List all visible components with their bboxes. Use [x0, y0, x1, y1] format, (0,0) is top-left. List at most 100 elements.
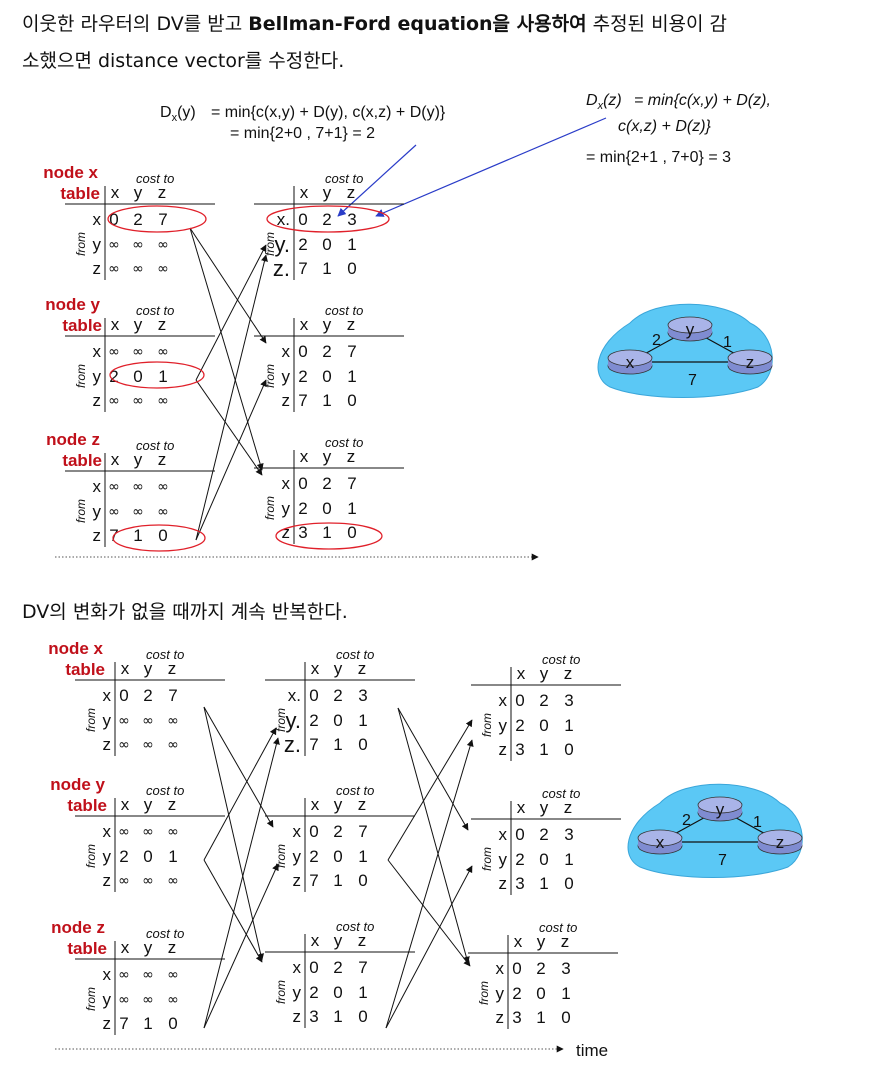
cell-x-z: 3 — [561, 959, 570, 978]
cell-x-y: ∞ — [142, 967, 154, 983]
d2-arrow-y-to-x-1 — [203, 727, 277, 861]
cell-y-z: ∞ — [157, 504, 169, 520]
d2-arrow-z-to-y-1 — [203, 863, 279, 1029]
cell-x-y: 2 — [539, 691, 548, 710]
cell-x-x: 0 — [309, 686, 318, 705]
node-label-line-2: table — [62, 316, 102, 335]
cell-y-x: ∞ — [108, 504, 120, 520]
cell-z-z: 0 — [358, 1007, 367, 1026]
cell-z-z: 0 — [347, 391, 356, 410]
highlight-d1-y-row — [109, 361, 205, 389]
router-z: z — [727, 349, 773, 375]
col-header-z: z — [358, 659, 367, 678]
row-label-z: z. — [273, 256, 290, 281]
cell-y-x: 2 — [119, 847, 128, 866]
cell-y-y: 0 — [143, 847, 152, 866]
cell-x-y: 2 — [143, 686, 152, 705]
from-label: from — [477, 981, 491, 1005]
cell-x-z: 7 — [358, 822, 367, 841]
d1-arrow-x-to-y — [189, 227, 267, 344]
cell-z-z: 0 — [358, 735, 367, 754]
cell-y-z: 1 — [358, 847, 367, 866]
cell-y-z: 1 — [564, 716, 573, 735]
cell-z-y: 1 — [539, 874, 548, 893]
row-label-z: z — [93, 526, 102, 545]
cell-z-z: 0 — [564, 874, 573, 893]
node-label-line-1: node z — [51, 918, 105, 937]
col-header-z: z — [168, 938, 177, 957]
cell-z-y: ∞ — [142, 737, 154, 753]
cell-x-z: 3 — [358, 686, 367, 705]
cell-x-x: ∞ — [108, 479, 120, 495]
cell-y-x: ∞ — [118, 992, 130, 1008]
col-header-z: z — [358, 931, 367, 950]
cost-to-label: cost to — [336, 919, 374, 934]
from-label: from — [84, 708, 98, 732]
cost-to-label: cost to — [146, 647, 184, 662]
col-header-z: z — [347, 315, 356, 334]
annotation-dxy: Dx(y) = min{c(x,y) + D(y), c(x,z) + D(y)… — [160, 104, 446, 142]
weight-xy: 2 — [682, 812, 691, 829]
row-label-x: x — [93, 342, 102, 361]
row-label-x: x — [93, 477, 102, 496]
node-label-line-2: table — [62, 451, 102, 470]
row-label-y: y — [93, 502, 102, 521]
from-label: from — [480, 713, 494, 737]
row-label-x: x — [496, 959, 505, 978]
col-header-y: y — [334, 659, 343, 678]
col-header-y: y — [540, 798, 549, 817]
row-label-y: y — [93, 235, 102, 254]
cell-z-y: 1 — [333, 735, 342, 754]
cell-y-z: 1 — [347, 499, 356, 518]
cell-z-z: ∞ — [157, 393, 169, 409]
cell-z-y: 1 — [322, 523, 331, 542]
cell-y-y: 0 — [536, 984, 545, 1003]
d1-arrow-z-to-x — [195, 254, 268, 541]
cell-z-x: ∞ — [118, 737, 130, 753]
cell-z-x: ∞ — [108, 393, 120, 409]
cell-y-y: 0 — [322, 235, 331, 254]
weight-yz: 1 — [723, 334, 732, 351]
cell-y-z: 1 — [358, 983, 367, 1002]
cell-x-x: 0 — [309, 958, 318, 977]
cell-z-x: 3 — [512, 1008, 521, 1027]
cell-x-y: ∞ — [132, 344, 144, 360]
cost-to-label: cost to — [542, 786, 580, 801]
dxy-prefix: Dx(y) — [160, 104, 196, 124]
dxy-line-1: = min{c(x,y) + D(y), c(x,z) + D(y)} — [211, 104, 446, 121]
col-header-y: y — [323, 183, 332, 202]
col-header-y: y — [323, 315, 332, 334]
col-header-x: x — [517, 664, 526, 683]
d2-arrow-z-to-x-1 — [203, 737, 280, 1029]
node-label-line-2: table — [67, 796, 107, 815]
cell-x-z: 3 — [564, 691, 573, 710]
row-label-x: x. — [277, 210, 290, 229]
d1-arrow-z-to-y — [195, 379, 267, 541]
node-label-line-1: node y — [50, 775, 105, 794]
cell-z-x: ∞ — [118, 873, 130, 889]
from-label: from — [274, 708, 288, 732]
cell-x-z: ∞ — [167, 967, 179, 983]
col-header-x: x — [300, 183, 309, 202]
d2-arrow-y-to-z-1 — [203, 859, 263, 963]
col-header-y: y — [134, 183, 143, 202]
row-label-y: y — [103, 847, 112, 866]
cell-y-y: 0 — [322, 499, 331, 518]
cell-z-y: 1 — [322, 391, 331, 410]
cell-x-y: ∞ — [132, 479, 144, 495]
cell-x-x: 0 — [515, 691, 524, 710]
row-label-z: z — [103, 871, 112, 890]
cell-y-y: 0 — [333, 847, 342, 866]
d1-arrow-x-to-z — [189, 227, 264, 471]
row-label-z: z — [499, 874, 508, 893]
cell-z-z: ∞ — [157, 261, 169, 277]
cell-z-z: ∞ — [167, 873, 179, 889]
